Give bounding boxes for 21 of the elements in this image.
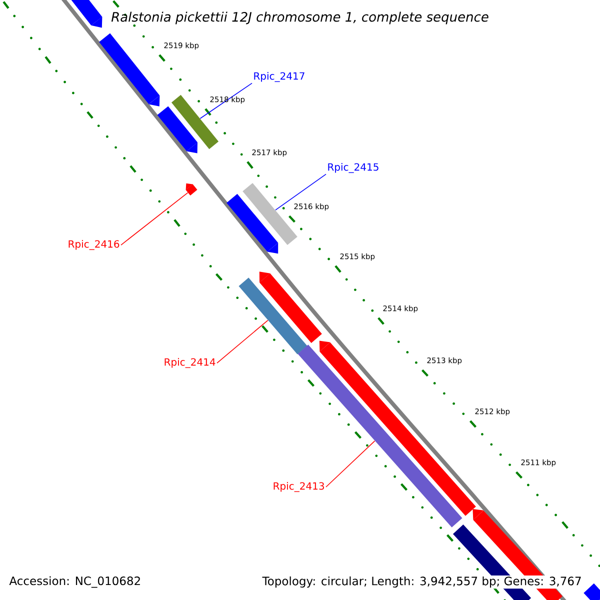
gene-bar — [238, 278, 308, 354]
gene-feature — [99, 33, 160, 106]
leader-line — [120, 192, 188, 246]
leader-line — [275, 174, 326, 211]
gene-feature — [226, 194, 278, 254]
gene-label: Rpic_2417 — [254, 72, 304, 82]
info-text: Topology: circular; Length: 3,942,557 bp; Genes: 3,767 — [261, 575, 583, 589]
gene-feature — [157, 106, 198, 154]
title: Ralstonia pickettii 12J chromosome 1, complete sequence — [111, 12, 488, 24]
gene-feature — [584, 583, 600, 600]
gene-label: Rpic_2413 — [274, 482, 324, 492]
gene-feature — [259, 272, 322, 343]
leader-line — [326, 440, 376, 488]
accession-text: Accession: NC_010682 — [9, 576, 140, 588]
gene-label: Rpic_2415 — [328, 163, 378, 173]
gene-label: Rpic_2414 — [164, 358, 216, 368]
gene-feature — [186, 183, 198, 196]
leader-line — [216, 320, 268, 364]
gene-feature — [68, 0, 102, 28]
gene-label: Rpic_2416 — [68, 240, 120, 250]
leader-line — [200, 82, 252, 119]
